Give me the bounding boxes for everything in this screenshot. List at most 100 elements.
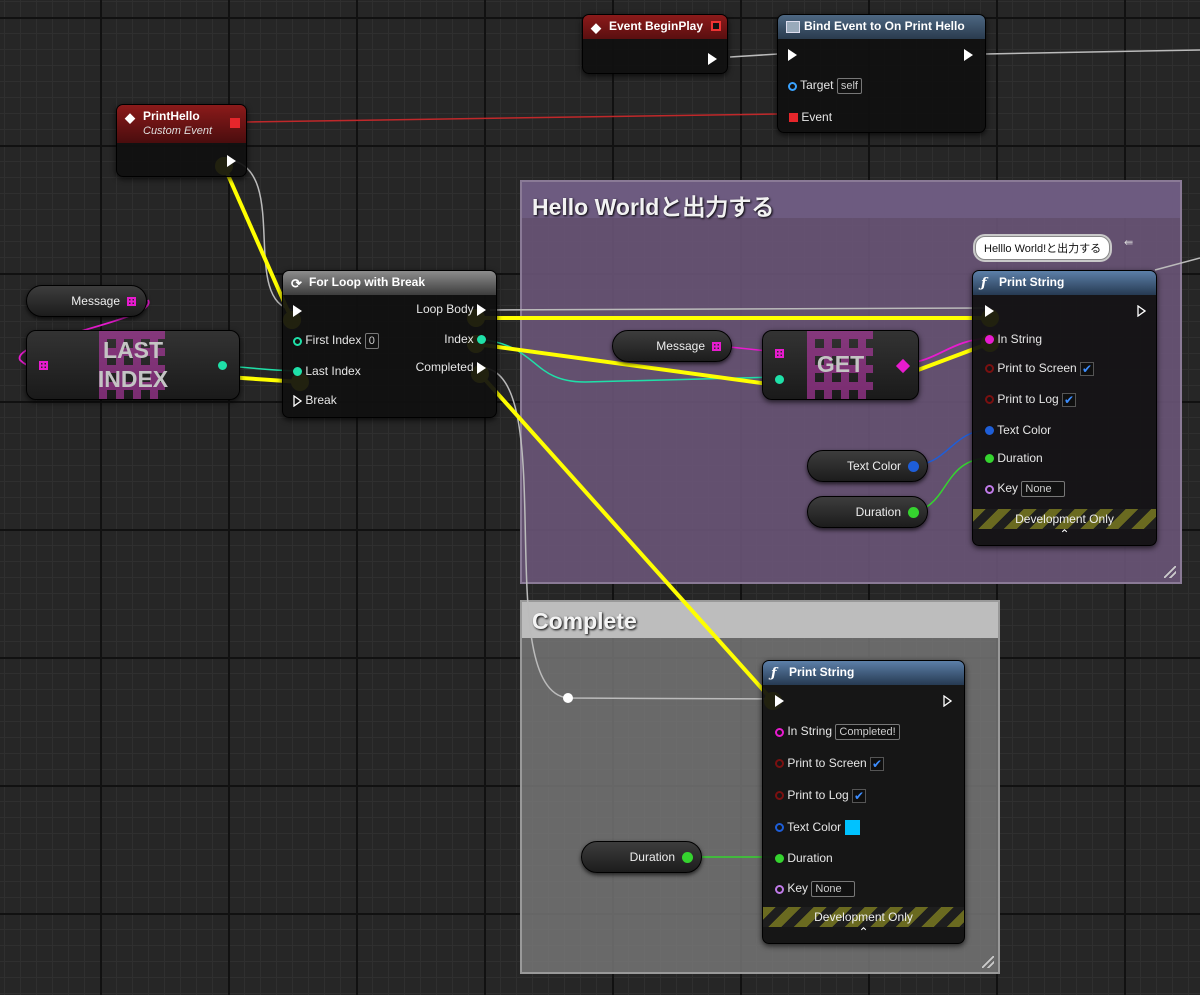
key-field[interactable]: None (811, 881, 856, 897)
last-index-pin[interactable]: Last Index (293, 364, 361, 378)
message-variable-node[interactable]: Message (612, 330, 732, 362)
exec-in-pin[interactable] (775, 693, 784, 707)
pin-label: Print to Screen (997, 361, 1077, 375)
print-to-log-pin[interactable]: Print to Log ✔ (775, 788, 867, 803)
completed-pin[interactable]: Completed (416, 360, 486, 374)
int-out-pin[interactable] (218, 361, 227, 370)
print-string-node[interactable]: ƒ Print String In String Completed! Prin… (762, 660, 965, 944)
exec-in-pin[interactable] (985, 303, 994, 317)
bind-event-node[interactable]: Bind Event to On Print Hello Target self… (777, 14, 986, 133)
key-pin[interactable]: Key None (985, 481, 1066, 497)
pin-label: Last Index (305, 364, 361, 378)
duration-variable-node[interactable]: Duration (807, 496, 928, 528)
pin-label: In String (787, 724, 833, 739)
print-to-screen-checkbox[interactable]: ✔ (1080, 361, 1095, 376)
for-loop-with-break-node[interactable]: ⟳ For Loop with Break First Index 0 Last… (282, 270, 497, 418)
array-in-pin-icon[interactable] (39, 361, 48, 370)
node-title: Print String (789, 665, 855, 679)
array-pin-icon[interactable] (127, 297, 136, 306)
text-color-pin[interactable]: Text Color (985, 423, 1051, 437)
exec-in-pin[interactable] (788, 47, 797, 61)
node-title: PrintHello (143, 109, 200, 123)
exec-out-pin[interactable] (964, 47, 973, 61)
function-icon: ƒ (981, 276, 987, 291)
event-pin[interactable]: Event (789, 110, 832, 124)
in-string-field[interactable]: Completed! (835, 724, 900, 740)
node-title: GET (816, 351, 865, 377)
pin-label: Print to Log (997, 392, 1059, 406)
duration-variable-node[interactable]: Duration (581, 841, 702, 873)
duration-pin[interactable]: Duration (985, 451, 1043, 465)
node-title: For Loop with Break (309, 275, 426, 289)
development-only-banner: Development Only (973, 509, 1156, 529)
text-color-swatch[interactable] (844, 820, 860, 836)
comment-title[interactable]: Complete (522, 602, 998, 638)
float-pin[interactable] (682, 852, 693, 863)
duration-pin[interactable]: Duration (775, 851, 833, 865)
print-string-node[interactable]: ƒ Print String In String Print to Screen… (972, 270, 1157, 546)
pin-label: Key (787, 881, 809, 896)
node-title-line2: INDEX (97, 366, 169, 392)
target-field[interactable]: self (836, 78, 862, 94)
node-title: Bind Event to On Print Hello (804, 19, 965, 33)
print-to-screen-pin[interactable]: Print to Screen ✔ (775, 756, 885, 771)
print-to-log-checkbox[interactable]: ✔ (1062, 392, 1077, 407)
comment-title[interactable]: Hello Worldと出力する (522, 182, 1180, 220)
print-to-screen-pin[interactable]: Print to Screen ✔ (985, 361, 1095, 376)
exec-out-pin[interactable] (708, 51, 717, 65)
exec-in-pin[interactable] (293, 303, 302, 317)
collapse-chevron-icon[interactable]: ⌃ (1059, 527, 1070, 541)
node-comment-bubble[interactable]: Helllo World!と出力する (975, 236, 1111, 260)
resize-handle-icon[interactable] (1164, 566, 1176, 578)
resize-handle-icon[interactable] (982, 956, 994, 968)
array-get-node[interactable]: GET (762, 330, 919, 400)
target-pin[interactable]: Target self (788, 78, 862, 94)
pin-label: Key (997, 481, 1019, 496)
event-delegate-pin[interactable] (230, 118, 240, 128)
float-pin[interactable] (908, 507, 919, 518)
print-to-log-pin[interactable]: Print to Log ✔ (985, 392, 1077, 407)
node-subtitle: Custom Event (143, 125, 213, 137)
last-index-node[interactable]: LAST INDEX (26, 330, 240, 400)
variable-label: Duration (629, 850, 675, 864)
text-color-pin[interactable]: Text Color (775, 820, 860, 836)
array-in-pin-icon[interactable] (775, 349, 784, 358)
exec-out-pin[interactable] (227, 153, 236, 167)
break-pin[interactable]: Break (293, 393, 337, 407)
first-index-pin[interactable]: First Index 0 (293, 333, 379, 349)
event-icon: ◆ (591, 20, 601, 35)
message-variable-node[interactable]: Message (26, 285, 147, 317)
array-pin-icon[interactable] (712, 342, 721, 351)
loop-icon: ⟳ (291, 276, 302, 291)
event-beginplay-node[interactable]: ◆ Event BeginPlay (582, 14, 728, 74)
index-pin[interactable]: Index (444, 332, 486, 346)
index-in-pin[interactable] (775, 375, 784, 384)
first-index-field[interactable]: 0 (364, 333, 379, 349)
color-pin[interactable] (908, 461, 919, 472)
pin-label: Break (305, 393, 337, 407)
variable-label: Message (71, 294, 120, 308)
collapse-chevron-icon[interactable]: ⌃ (858, 925, 869, 939)
print-to-log-checkbox[interactable]: ✔ (852, 788, 867, 803)
pin-label: Loop Body (416, 302, 474, 316)
event-delegate-pin[interactable] (711, 21, 721, 31)
loop-body-pin[interactable]: Loop Body (416, 302, 486, 316)
in-string-pin[interactable]: In String Completed! (775, 724, 900, 740)
pin-label: Text Color (787, 820, 842, 834)
variable-label: Text Color (846, 459, 901, 473)
exec-out-pin[interactable] (1137, 303, 1146, 317)
pin-label: Duration (787, 851, 833, 865)
node-title: Event BeginPlay (609, 19, 704, 33)
comment-pin-icon[interactable]: ⇚ (1124, 237, 1134, 249)
text-color-variable-node[interactable]: Text Color (807, 450, 928, 482)
variable-label: Duration (855, 505, 901, 519)
key-pin[interactable]: Key None (775, 881, 856, 897)
key-field[interactable]: None (1021, 481, 1066, 497)
last-index-pattern-icon (99, 331, 165, 399)
printhello-event-node[interactable]: ◆ PrintHello Custom Event (116, 104, 247, 177)
pin-label: First Index (305, 333, 362, 348)
in-string-pin[interactable]: In String (985, 332, 1042, 346)
exec-out-pin[interactable] (943, 693, 952, 707)
print-to-screen-checkbox[interactable]: ✔ (870, 756, 885, 771)
pin-label: Print to Screen (787, 756, 867, 770)
